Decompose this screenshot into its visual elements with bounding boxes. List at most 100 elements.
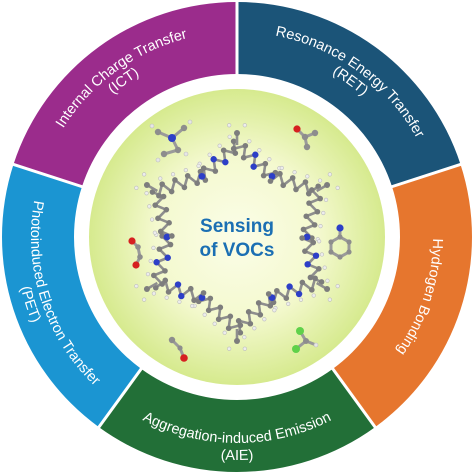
atom [335,283,340,289]
dichloromethane-molecule-image [292,327,319,353]
atom [277,170,283,177]
atom [159,181,165,187]
segment-ict [13,2,237,187]
segment-pet [1,164,142,428]
atom [318,279,325,285]
atom [207,295,214,302]
atom [247,320,254,327]
atom [230,138,237,145]
atom [308,187,315,193]
atom [168,188,175,195]
atom [166,220,172,226]
methanol-molecule-image [168,336,188,362]
segment-divider [330,366,378,430]
atom [198,172,206,180]
atom [305,190,312,197]
atom [299,279,306,286]
atom [286,301,291,306]
atom [225,325,232,332]
atom [156,192,162,199]
atom [314,208,321,215]
atom [163,206,170,213]
atom [227,134,232,139]
atom [145,272,151,277]
atom [255,300,262,306]
macrocycle-molecule-image [134,123,340,351]
atom [181,184,188,191]
atom [184,173,191,179]
atom [242,123,247,128]
atom [153,259,160,266]
atom [134,283,139,289]
atom [295,290,303,298]
atom [300,226,307,233]
atom [155,215,161,222]
atom [267,157,272,162]
atom [207,152,212,157]
atom [172,177,178,183]
atom [191,297,197,304]
atom [279,165,284,171]
atom [283,295,290,301]
atom [198,294,206,302]
atom [212,168,219,174]
atom [134,185,139,191]
atom [148,258,153,264]
atom [252,151,259,158]
segment-divider [96,366,144,430]
atom [151,245,156,250]
atom [312,252,320,259]
atom [163,233,171,241]
atom [143,286,150,292]
atom [303,233,311,241]
segment-divider [11,162,85,189]
atom [292,170,297,175]
atom [302,179,309,185]
atom [156,246,163,252]
atom [316,266,322,272]
atom [183,168,188,173]
atom [174,281,182,288]
atom [311,293,316,298]
atom [142,297,147,302]
atom [205,307,212,314]
center-title-line2: of VOCs [200,240,275,261]
segment-dividers [11,0,463,430]
atom [152,230,157,235]
atom [303,213,310,220]
atom [196,163,201,169]
atom [222,158,229,166]
atom [305,174,310,179]
atom [202,312,207,317]
segment-hydrogen-bonding [332,164,472,428]
atom [247,139,252,144]
atom [177,299,182,304]
atom [187,285,194,292]
atom [252,326,257,331]
atom [162,277,169,284]
atom [234,130,240,136]
atom [242,346,247,351]
atom [319,252,325,257]
atom [222,330,227,335]
atom [245,309,252,315]
atom [335,185,340,191]
atom [160,193,167,200]
atom [165,289,172,295]
atom [268,172,276,180]
atom [227,123,232,128]
atom [190,303,195,309]
atom [324,286,331,292]
atom [242,335,247,340]
atom [324,182,331,188]
atom [178,292,185,300]
atom [286,283,293,290]
atom [306,200,312,206]
atom [327,172,332,177]
atom [250,163,257,170]
atom [170,172,176,177]
atom [215,316,222,323]
atom [298,297,304,302]
atom [234,338,240,344]
